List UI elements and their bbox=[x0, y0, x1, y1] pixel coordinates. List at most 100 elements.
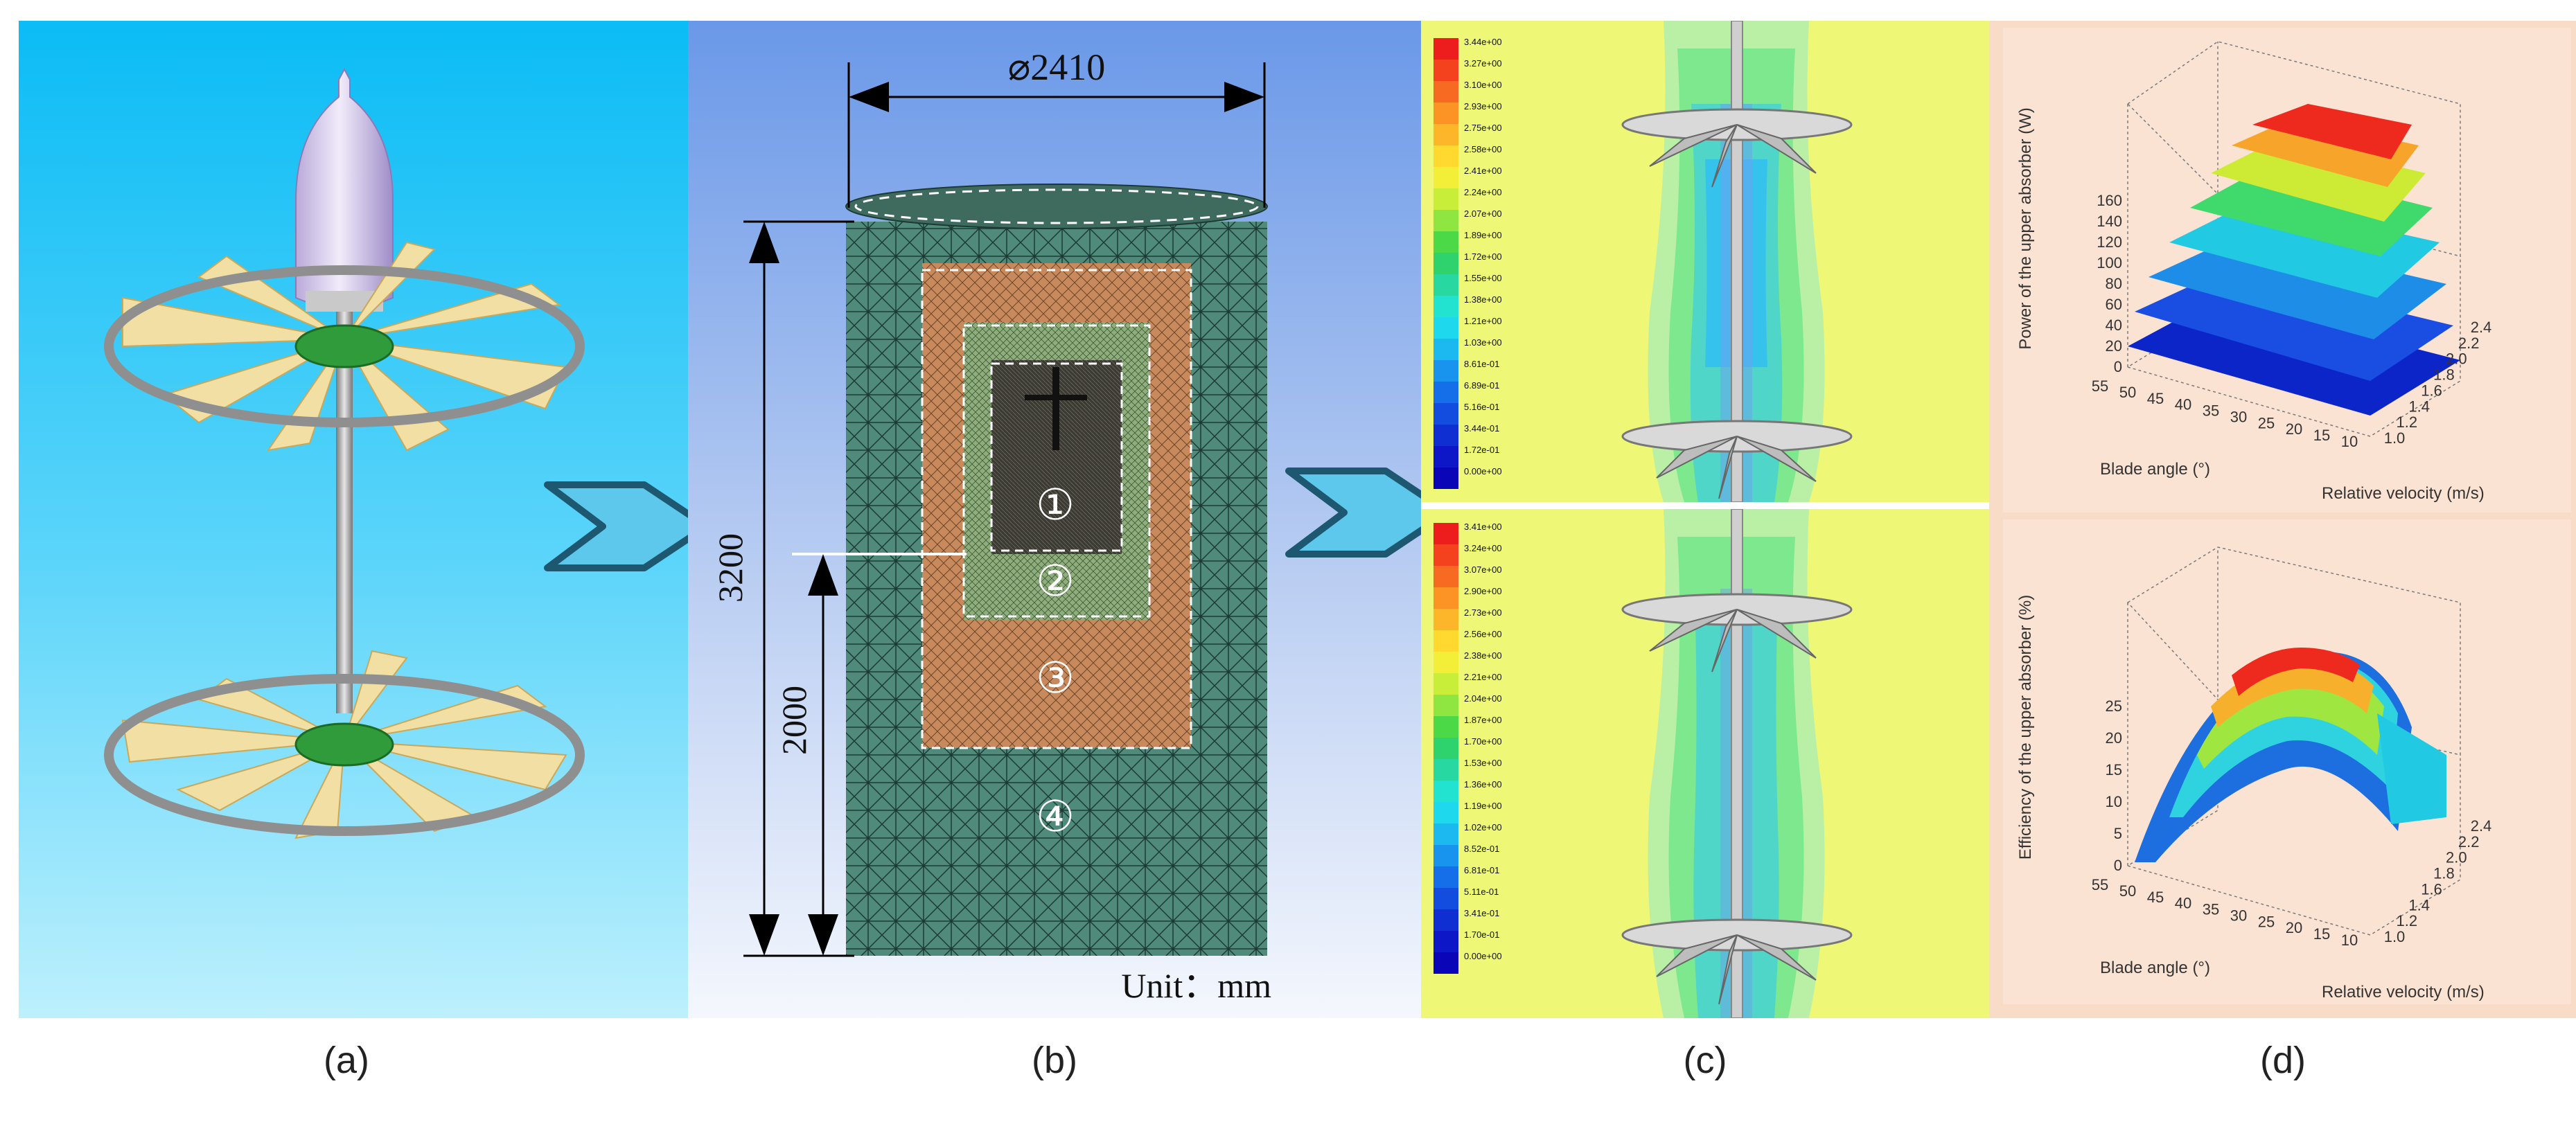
z-tick-label: 40 bbox=[2106, 317, 2122, 334]
legend-value: 0.00e+00 bbox=[1464, 466, 1502, 477]
z-tick-label: 5 bbox=[2114, 825, 2122, 842]
legend-swatch bbox=[1433, 60, 1458, 81]
legend-swatch bbox=[1433, 124, 1458, 145]
caption-d: (d) bbox=[2260, 1040, 2306, 1081]
legend-swatch bbox=[1433, 167, 1458, 188]
legend-value: 2.04e+00 bbox=[1464, 693, 1502, 704]
legend-value: 3.07e+00 bbox=[1464, 564, 1502, 575]
legend-swatch bbox=[1433, 360, 1458, 382]
legend-swatch bbox=[1433, 446, 1458, 467]
legend-swatch bbox=[1433, 145, 1458, 167]
arrow-icon bbox=[544, 481, 710, 571]
legend-swatch bbox=[1433, 296, 1458, 317]
efficiency-y-label: Relative velocity (m/s) bbox=[2322, 983, 2485, 1001]
x-tick-label: 30 bbox=[2230, 907, 2247, 924]
x-tick-label: 50 bbox=[2119, 882, 2136, 900]
power-y-label: Relative velocity (m/s) bbox=[2322, 484, 2485, 503]
legend-swatch bbox=[1433, 38, 1458, 60]
legend-swatch bbox=[1433, 716, 1458, 738]
x-tick-label: 1.2 bbox=[2397, 413, 2418, 431]
lower-ring bbox=[104, 674, 585, 836]
efficiency-x-label: Blade angle (°) bbox=[2100, 959, 2210, 977]
legend-value: 3.41e+00 bbox=[1464, 522, 1502, 532]
legend-value: 1.72e+00 bbox=[1464, 251, 1502, 262]
legend-swatch bbox=[1433, 467, 1458, 489]
color-legend-top: 3.44e+003.27e+003.10e+002.93e+002.75e+00… bbox=[1433, 37, 1502, 489]
efficiency-z-label: Efficiency of the upper absorber (%) bbox=[2016, 595, 2035, 860]
legend-swatch bbox=[1433, 403, 1458, 425]
legend-swatch bbox=[1433, 339, 1458, 360]
legend-swatch bbox=[1433, 845, 1458, 866]
legend-value: 1.72e-01 bbox=[1464, 445, 1499, 455]
x-tick-label: 35 bbox=[2203, 901, 2219, 918]
absorber-illustration bbox=[104, 67, 585, 839]
legend-value: 2.07e+00 bbox=[1464, 208, 1502, 219]
legend-value: 8.61e-01 bbox=[1464, 359, 1499, 369]
x-tick-label: 40 bbox=[2175, 895, 2191, 912]
mesh-diagram: ① ② ③ ④ ⌀2410 3200 2000 Unit：mm bbox=[711, 46, 1271, 1005]
legend-swatch bbox=[1433, 823, 1458, 845]
legend-swatch bbox=[1433, 759, 1458, 781]
legend-value: 2.41e+00 bbox=[1464, 166, 1502, 176]
surface-chart-power: Power of the upper absorber (W) 02040608… bbox=[2003, 28, 2571, 513]
x-tick-label: 45 bbox=[2147, 889, 2164, 906]
x-tick-label: 45 bbox=[2147, 390, 2164, 407]
x-tick-label: 35 bbox=[2203, 402, 2219, 420]
surface-plots: Power of the upper absorber (W) 02040608… bbox=[2003, 28, 2571, 1004]
legend-swatch bbox=[1433, 695, 1458, 716]
x-tick-label: 1.8 bbox=[2433, 865, 2455, 882]
x-tick-label: 2.2 bbox=[2458, 335, 2480, 352]
power-x-label: Blade angle (°) bbox=[2100, 460, 2210, 479]
legend-value: 3.10e+00 bbox=[1464, 80, 1502, 90]
x-tick-label: 2.0 bbox=[2446, 350, 2467, 368]
x-tick-label: 1.2 bbox=[2397, 912, 2418, 929]
legend-value: 1.36e+00 bbox=[1464, 779, 1502, 790]
x-tick-label: 40 bbox=[2175, 396, 2191, 413]
legend-swatch bbox=[1433, 523, 1458, 544]
x-tick-label: 25 bbox=[2258, 913, 2275, 930]
legend-value: 5.16e-01 bbox=[1464, 402, 1499, 412]
legend-swatch bbox=[1433, 609, 1458, 630]
efficiency-y-ticks: 1.01.21.41.61.82.02.22.4 bbox=[2384, 817, 2492, 945]
x-tick-label: 10 bbox=[2341, 932, 2358, 949]
legend-swatch bbox=[1433, 931, 1458, 952]
legend-swatch bbox=[1433, 909, 1458, 931]
caption-c: (c) bbox=[1683, 1040, 1727, 1081]
legend-value: 1.55e+00 bbox=[1464, 273, 1502, 283]
x-tick-label: 1.4 bbox=[2408, 896, 2430, 914]
unit-label: Unit：mm bbox=[1121, 966, 1271, 1005]
z-tick-label: 10 bbox=[2106, 793, 2122, 810]
zone-label-2: ② bbox=[1036, 558, 1075, 605]
x-tick-label: 1.4 bbox=[2408, 398, 2430, 415]
legend-value: 6.81e-01 bbox=[1464, 865, 1499, 875]
x-tick-label: 1.6 bbox=[2421, 382, 2442, 399]
z-tick-label: 100 bbox=[2097, 254, 2122, 271]
x-tick-label: 55 bbox=[2092, 876, 2108, 893]
legend-value: 3.44e-01 bbox=[1464, 423, 1499, 434]
legend-value: 2.58e+00 bbox=[1464, 144, 1502, 154]
legend-value: 1.02e+00 bbox=[1464, 822, 1502, 832]
caption-a: (a) bbox=[324, 1040, 369, 1081]
legend-value: 6.89e-01 bbox=[1464, 380, 1499, 391]
legend-value: 2.73e+00 bbox=[1464, 607, 1502, 618]
x-tick-label: 2.4 bbox=[2471, 817, 2492, 835]
z-tick-label: 15 bbox=[2106, 761, 2122, 778]
legend-value: 1.03e+00 bbox=[1464, 337, 1502, 348]
legend-swatch bbox=[1433, 630, 1458, 652]
legend-value: 1.87e+00 bbox=[1464, 715, 1502, 725]
x-tick-label: 25 bbox=[2258, 414, 2275, 431]
z-tick-label: 25 bbox=[2106, 697, 2122, 715]
legend-value: 3.41e-01 bbox=[1464, 908, 1499, 918]
legend-swatch bbox=[1433, 425, 1458, 446]
legend-value: 2.21e+00 bbox=[1464, 672, 1502, 682]
x-tick-label: 20 bbox=[2286, 420, 2302, 438]
diameter-label: ⌀2410 bbox=[1008, 46, 1106, 88]
height-total-label: 3200 bbox=[711, 533, 750, 603]
legend-swatch bbox=[1433, 210, 1458, 231]
zone-label-3: ③ bbox=[1036, 654, 1075, 702]
legend-swatch bbox=[1433, 382, 1458, 403]
x-tick-label: 1.0 bbox=[2384, 928, 2406, 945]
